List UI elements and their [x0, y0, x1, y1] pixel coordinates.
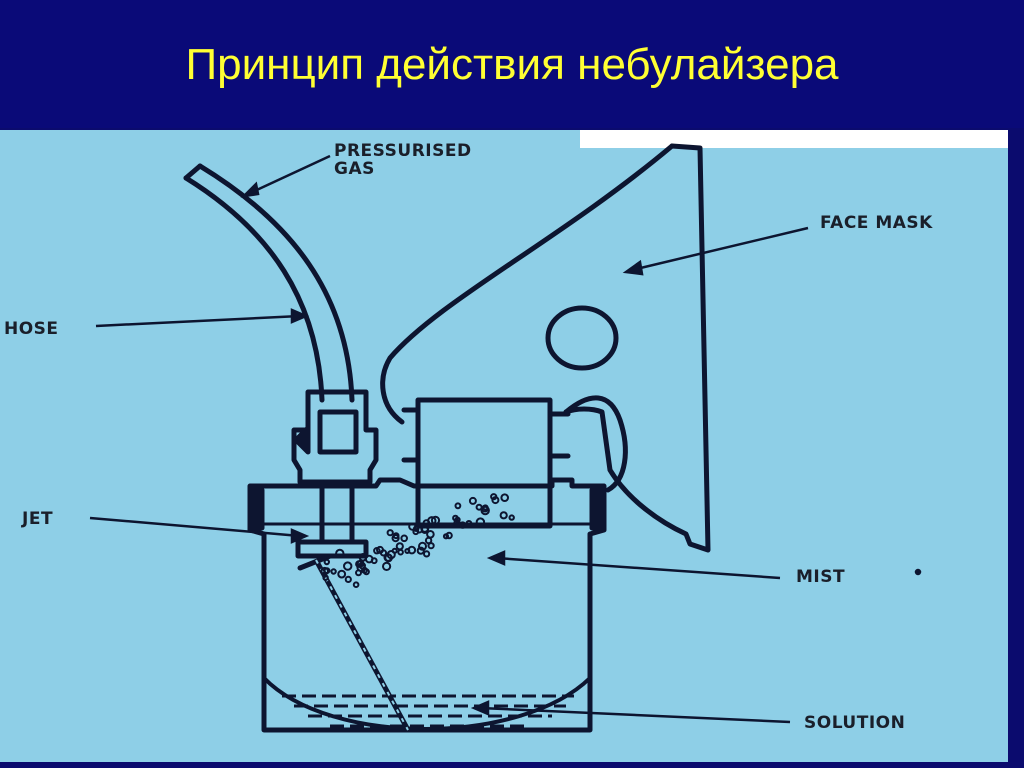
- mist-droplet: [465, 520, 473, 527]
- mist-droplet: [499, 511, 508, 520]
- mist-droplet: [500, 493, 510, 503]
- mist-droplet: [362, 568, 370, 576]
- mist-droplet: [320, 566, 330, 576]
- mist-droplet: [453, 519, 461, 527]
- mist-droplet: [426, 530, 435, 539]
- mist-droplet: [430, 515, 441, 525]
- mist-droplet: [323, 558, 330, 566]
- mist-droplet: [415, 526, 424, 534]
- gas-label: GAS: [334, 159, 375, 179]
- mist-droplet: [459, 521, 467, 529]
- mist-droplet: [356, 562, 366, 572]
- hose-label: HOSE: [4, 319, 59, 339]
- mist-droplet: [407, 545, 417, 555]
- hose: [183, 163, 355, 403]
- face-mask: [380, 143, 711, 553]
- mist-droplet: [343, 561, 353, 571]
- mist-droplet: [344, 575, 352, 583]
- nebulizer-diagram: PRESSURISED GAS FACE MASK HOSE JET MIST …: [0, 130, 1008, 762]
- mist-droplet: [418, 541, 427, 551]
- mist-droplet: [416, 546, 425, 555]
- pressurised-gas-pointer: [240, 154, 331, 198]
- mist-droplet: [352, 581, 360, 589]
- mist-droplet: [475, 517, 486, 527]
- mist-droplet: [383, 553, 393, 562]
- mist-droplet: [337, 569, 347, 579]
- mist-droplet: [330, 568, 337, 575]
- mist-droplet: [335, 548, 345, 559]
- mist-droplet: [427, 542, 435, 550]
- face-mask-pointer: [622, 226, 809, 276]
- mist-droplet: [391, 547, 398, 554]
- jet-label: JET: [21, 509, 53, 529]
- mist-droplet: [445, 531, 453, 540]
- diagram-background: [0, 130, 1008, 762]
- connector: [291, 389, 379, 545]
- mist-droplet: [490, 493, 498, 501]
- mist-droplet: [454, 502, 462, 510]
- mist-droplet: [400, 534, 409, 543]
- mist-droplet: [391, 534, 400, 543]
- mist-droplet: [386, 529, 394, 537]
- title-bar: Принцип действия небулайзера: [0, 0, 1024, 128]
- mist-droplet: [468, 496, 477, 505]
- mist-droplet: [408, 522, 417, 531]
- pressurised-label: PRESSURISED: [334, 141, 472, 161]
- solution-pointer: [470, 700, 791, 724]
- mist-label: MIST: [796, 567, 845, 587]
- diagram-canvas: PRESSURISED GAS FACE MASK HOSE JET MIST …: [0, 130, 1008, 762]
- solution-liquid: [282, 694, 574, 728]
- mist-droplet: [370, 557, 378, 565]
- mist-droplet: [358, 553, 368, 562]
- mist-droplet: [427, 516, 437, 526]
- jet-pointer: [89, 516, 310, 544]
- white-corner: [580, 130, 1008, 148]
- slide-title: Принцип действия небулайзера: [185, 40, 839, 89]
- mist-droplet: [508, 514, 515, 521]
- mist-droplet: [322, 574, 329, 581]
- mist-pointer: [486, 550, 781, 580]
- solution-label: SOLUTION: [804, 713, 905, 733]
- mist-droplet: [423, 550, 431, 558]
- mist-droplet: [379, 549, 388, 557]
- hose-pointer: [95, 308, 310, 328]
- speck: [914, 568, 922, 576]
- mist-droplet: [454, 516, 461, 523]
- face-mask-label: FACE MASK: [820, 213, 933, 233]
- mist-droplet: [382, 561, 392, 571]
- mist-droplet: [397, 548, 404, 556]
- mist-droplet: [480, 505, 490, 516]
- outlet-tube: [401, 397, 571, 529]
- feed-tube: [313, 558, 411, 732]
- mist-droplets: [320, 493, 515, 589]
